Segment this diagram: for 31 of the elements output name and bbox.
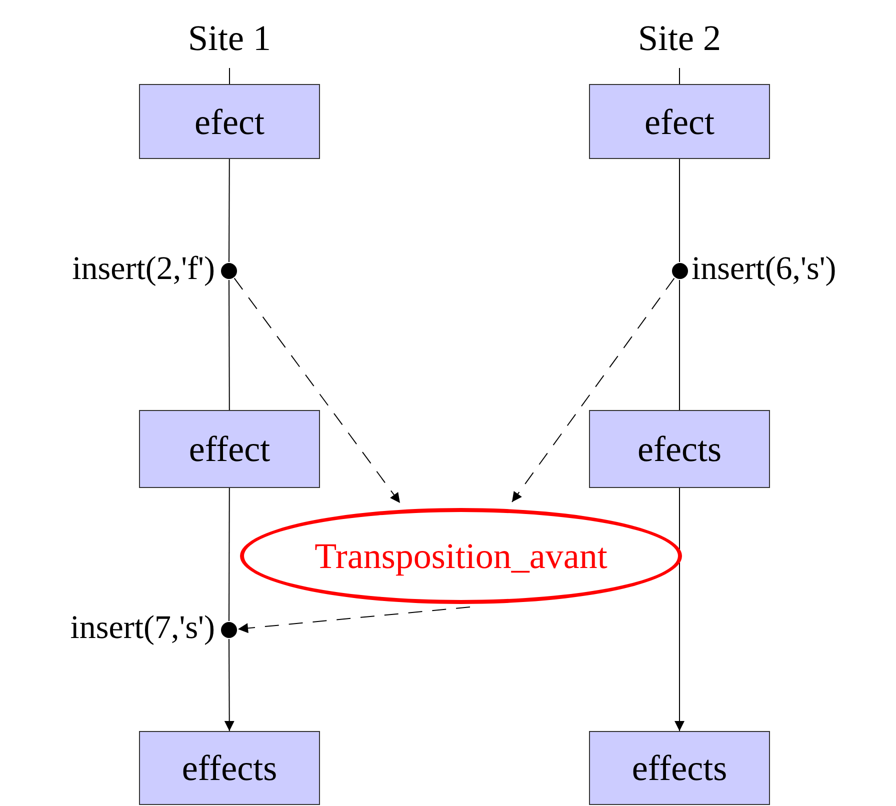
arrow [224, 638, 234, 732]
process-box [139, 84, 320, 159]
operation-label: insert(6,'s') [692, 253, 836, 286]
dashed-arrow [238, 606, 470, 634]
site-label: Site 1 [188, 20, 271, 56]
node-label: efects [638, 431, 722, 467]
node-label: effects [632, 750, 728, 786]
dashed-arrow [512, 278, 675, 502]
node-label: efect [194, 104, 264, 140]
process-box [589, 84, 770, 159]
node-label: Transposition_avant [314, 538, 608, 574]
timeline-line [679, 158, 680, 262]
timeline-line [679, 280, 680, 410]
node-label: efect [644, 104, 714, 140]
timeline-line [228, 488, 230, 622]
dashed-arrow [234, 278, 400, 504]
timeline-line [228, 158, 230, 262]
transform-ellipse [240, 508, 682, 604]
operation-label: insert(2,'f') [72, 253, 215, 286]
node-label: effects [182, 750, 278, 786]
process-box [589, 410, 770, 488]
process-box [139, 731, 320, 805]
timeline-line [679, 68, 680, 84]
process-box [139, 410, 320, 488]
node-label: effect [188, 431, 270, 467]
timeline-line [229, 68, 230, 84]
arrow [674, 488, 684, 732]
timeline-line [228, 280, 230, 410]
process-box [589, 731, 770, 805]
site-label: Site 2 [638, 20, 721, 56]
operation-label: insert(7,'s') [70, 612, 215, 645]
